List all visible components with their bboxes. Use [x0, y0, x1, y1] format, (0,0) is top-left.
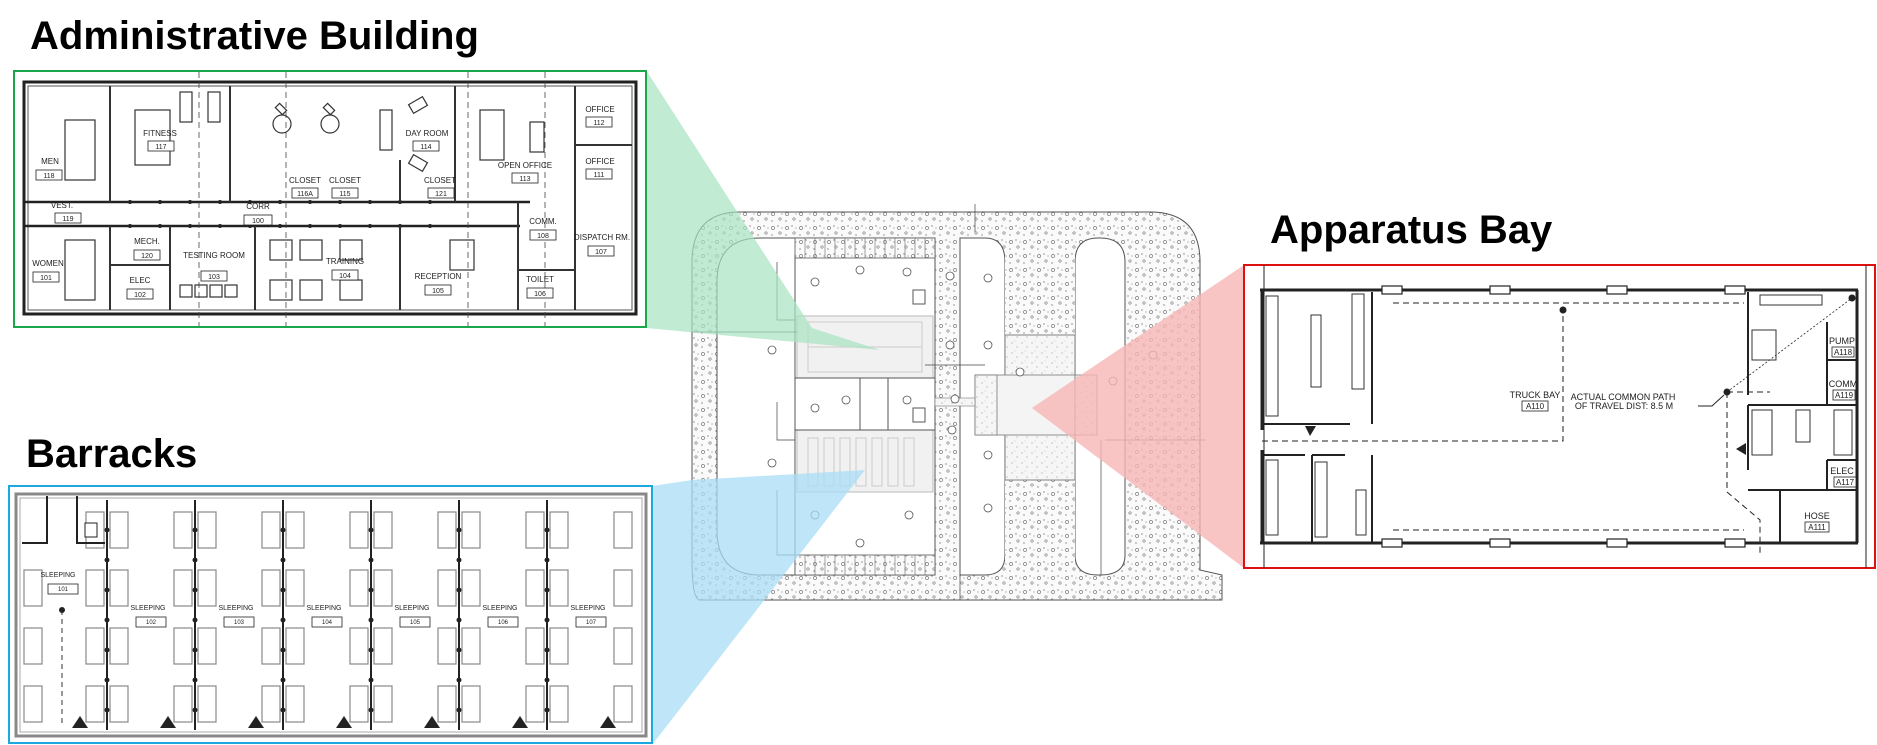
svg-text:A118: A118: [1834, 348, 1853, 357]
svg-text:COMM.: COMM.: [529, 217, 557, 226]
admin-building-panel: FITNESS MEN VEST. CORR CLOSET CLOSET DAY…: [13, 70, 647, 328]
svg-text:MEN: MEN: [41, 157, 59, 166]
svg-text:107: 107: [586, 620, 597, 626]
room-fitness-label: FITNESS: [143, 129, 177, 138]
svg-text:103: 103: [208, 274, 220, 281]
svg-text:105: 105: [432, 288, 444, 295]
svg-text:OFFICE: OFFICE: [585, 105, 614, 114]
svg-text:SLEEPING: SLEEPING: [130, 605, 165, 612]
svg-text:SLEEPING: SLEEPING: [570, 605, 605, 612]
svg-text:111: 111: [594, 172, 605, 179]
svg-text:VEST.: VEST.: [51, 201, 73, 210]
svg-text:DISPATCH RM.: DISPATCH RM.: [574, 233, 630, 242]
svg-text:SLEEPING: SLEEPING: [394, 605, 429, 612]
svg-text:HOSE: HOSE: [1804, 511, 1830, 521]
svg-text:RECEPTION: RECEPTION: [415, 272, 462, 281]
svg-text:CLOSET: CLOSET: [424, 176, 456, 185]
svg-text:TESTING ROOM: TESTING ROOM: [183, 251, 245, 260]
svg-text:103: 103: [234, 620, 245, 626]
svg-text:114: 114: [420, 144, 431, 151]
svg-text:104: 104: [339, 273, 351, 280]
svg-text:119: 119: [62, 216, 73, 223]
barracks-zoom-cone: [652, 470, 865, 745]
svg-text:OFFICE: OFFICE: [585, 157, 614, 166]
svg-text:TOILET: TOILET: [526, 275, 554, 284]
svg-text:108: 108: [537, 233, 549, 240]
svg-text:113: 113: [519, 176, 530, 183]
svg-text:116A: 116A: [297, 191, 313, 198]
svg-text:121: 121: [435, 191, 447, 198]
svg-text:A110: A110: [1526, 402, 1545, 411]
svg-text:A117: A117: [1836, 478, 1855, 487]
svg-text:112: 112: [593, 120, 604, 127]
admin-building-title: Administrative Building: [30, 14, 479, 58]
apparatus-zoom-cone: [1032, 265, 1244, 568]
admin-zoom-cone: [646, 70, 880, 350]
svg-text:CLOSET: CLOSET: [329, 176, 361, 185]
barracks-panel: SLEEPING SLEEPING SLEEPING SLEEPING SLEE…: [8, 485, 653, 744]
svg-text:106: 106: [534, 291, 546, 298]
svg-text:106: 106: [498, 620, 509, 626]
svg-text:A111: A111: [1808, 523, 1826, 532]
svg-text:SLEEPING: SLEEPING: [306, 605, 341, 612]
svg-text:SLEEPING: SLEEPING: [40, 572, 75, 579]
svg-text:PUMP: PUMP: [1829, 336, 1855, 346]
svg-text:CORR: CORR: [246, 202, 270, 211]
svg-text:SLEEPING: SLEEPING: [218, 605, 253, 612]
svg-text:TRAINING: TRAINING: [326, 257, 364, 266]
svg-text:ELEC: ELEC: [1830, 466, 1854, 476]
svg-text:118: 118: [43, 173, 54, 180]
svg-text:COMM: COMM: [1829, 379, 1858, 389]
svg-text:TRUCK BAY: TRUCK BAY: [1510, 390, 1561, 400]
svg-text:SLEEPING: SLEEPING: [482, 605, 517, 612]
svg-text:101: 101: [40, 275, 52, 282]
svg-text:CLOSET: CLOSET: [289, 176, 321, 185]
svg-text:A119: A119: [1835, 391, 1854, 400]
svg-text:100: 100: [252, 218, 264, 225]
svg-text:115: 115: [339, 191, 350, 198]
svg-text:OF TRAVEL DIST: 8.5 M: OF TRAVEL DIST: 8.5 M: [1575, 401, 1673, 411]
svg-text:ELEC: ELEC: [130, 276, 151, 285]
svg-text:104: 104: [322, 620, 333, 626]
svg-text:107: 107: [595, 249, 607, 256]
barracks-title: Barracks: [26, 432, 198, 476]
svg-text:102: 102: [134, 292, 146, 299]
svg-text:105: 105: [410, 620, 421, 626]
svg-text:101: 101: [58, 587, 69, 593]
svg-text:120: 120: [141, 253, 153, 260]
svg-text:WOMEN: WOMEN: [32, 259, 64, 268]
svg-text:OPEN OFFICE: OPEN OFFICE: [498, 161, 552, 170]
svg-text:102: 102: [146, 620, 157, 626]
svg-text:DAY ROOM: DAY ROOM: [406, 129, 449, 138]
apparatus-bay-title: Apparatus Bay: [1270, 208, 1553, 252]
apparatus-bay-panel: TRUCK BAY PUMP COMM ELEC HOSE ACTUAL COM…: [1243, 264, 1876, 569]
svg-text:MECH.: MECH.: [134, 237, 160, 246]
svg-text:ACTUAL COMMON PATH: ACTUAL COMMON PATH: [1571, 392, 1676, 402]
svg-text:117: 117: [155, 144, 166, 151]
